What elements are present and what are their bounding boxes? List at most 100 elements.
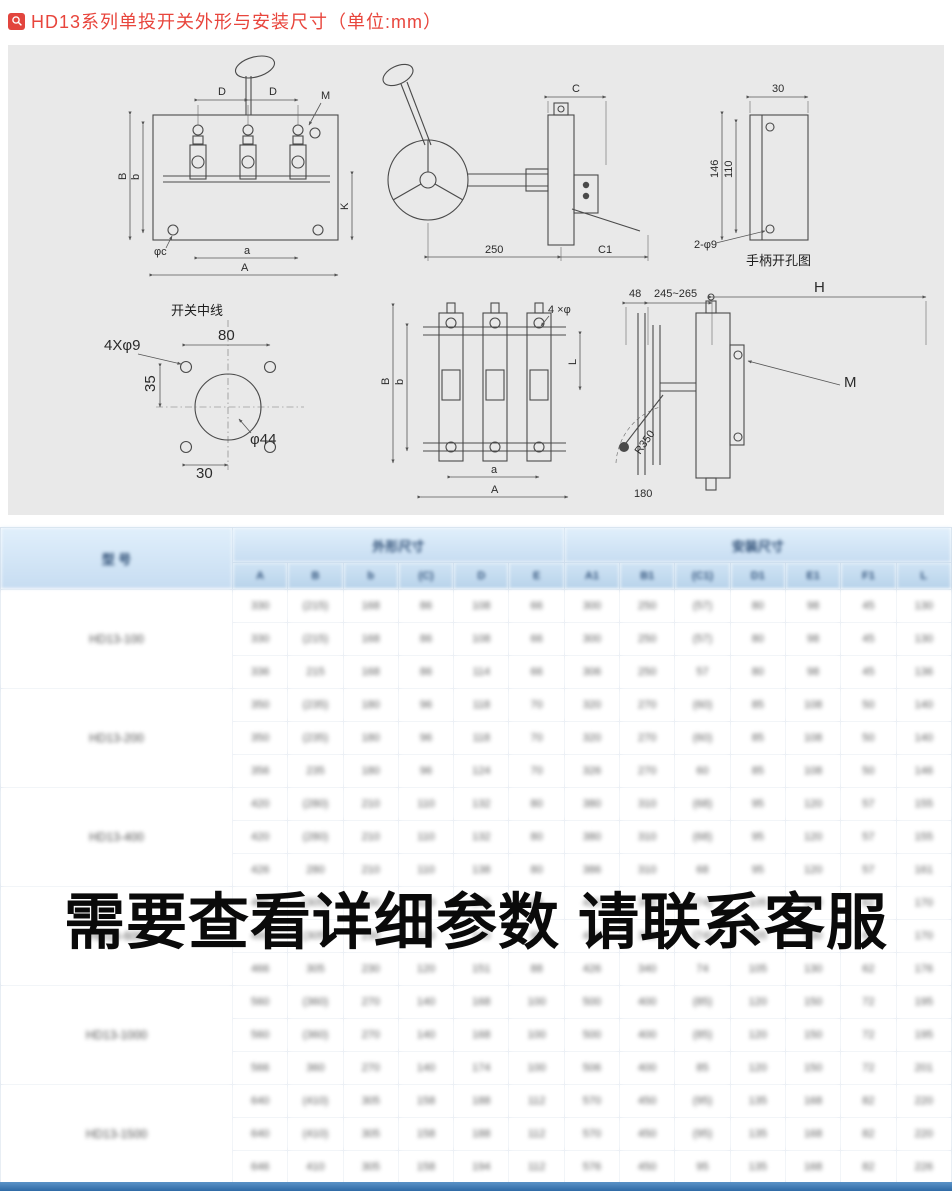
table-cell: 50: [840, 754, 897, 788]
table-cell: 305: [342, 1084, 399, 1118]
dim-label-b2: b: [394, 379, 406, 385]
table-cell: 62: [840, 886, 897, 920]
table-cell: 112: [508, 1084, 565, 1118]
model-cell: HD13-600: [0, 886, 233, 986]
table-cell: 120: [397, 952, 455, 986]
table-cell: 180: [342, 688, 399, 722]
table-cell: 300: [563, 589, 621, 623]
table-cell: 50: [840, 721, 897, 755]
table-cell: 305: [287, 952, 344, 986]
table-cell: 226: [895, 1150, 952, 1184]
table-cell: 70: [508, 754, 565, 788]
table-cell: 135: [729, 1150, 786, 1184]
table-cell: 450: [619, 1150, 676, 1184]
dim-label-A2: A: [491, 484, 499, 496]
table-cell: 151: [453, 952, 510, 986]
table-cell: 158: [397, 1117, 455, 1151]
dim-label-30-mount: 30: [196, 465, 213, 482]
table-cell: 110: [397, 853, 455, 887]
table-cell: 310: [619, 853, 676, 887]
table-cell: 108: [784, 688, 842, 722]
table-cell: 168: [342, 655, 399, 689]
table-cell: 140: [895, 721, 952, 755]
dim-label-a2: a: [491, 464, 498, 476]
table-cell: 270: [342, 1051, 399, 1085]
table-cell: 146: [895, 754, 952, 788]
table-cell: 68: [674, 853, 731, 887]
table-cell: 210: [342, 853, 399, 887]
table-cell: 170: [895, 886, 952, 920]
dim-label-M2: M: [844, 374, 857, 391]
table-cell: 98: [784, 655, 842, 689]
table-cell: 135: [729, 1117, 786, 1151]
table-cell: 305: [342, 1150, 399, 1184]
table-cell: 85: [729, 688, 786, 722]
page-title: HD13系列单投开关外形与安装尺寸（单位:mm）: [31, 12, 443, 32]
table-cell: 220: [895, 1084, 952, 1118]
dim-label-L: L: [567, 359, 579, 365]
dim-label-b: b: [130, 174, 142, 180]
dim-label-30-drill: 30: [772, 83, 784, 95]
dim-label-D1: D: [218, 86, 226, 98]
table-cell: 88: [508, 952, 565, 986]
table-cell: 420: [563, 886, 621, 920]
table-cell: 310: [619, 787, 676, 821]
table-cell: 140: [397, 1018, 455, 1052]
column-header-model: 型 号: [0, 527, 233, 590]
table-cell: 130: [895, 622, 952, 656]
table-cell: 57: [840, 820, 897, 854]
table-cell: 62: [840, 952, 897, 986]
table-cell: 110: [397, 787, 455, 821]
table-cell: 80: [729, 622, 786, 656]
column-header: B: [287, 562, 344, 590]
side-view-drawing: C 250 C1: [382, 63, 649, 261]
dim-label-D2: D: [269, 86, 277, 98]
table-cell: 306: [563, 655, 621, 689]
table-cell: 330: [231, 589, 289, 623]
table-cell: 108: [784, 721, 842, 755]
table-cell: 70: [508, 688, 565, 722]
table-cell: 70: [508, 721, 565, 755]
table-cell: 145: [453, 886, 510, 920]
table-cell: 140: [397, 1051, 455, 1085]
table-cell: 300: [563, 622, 621, 656]
model-cell: HD13-400: [0, 787, 233, 887]
table-cell: 88: [508, 886, 565, 920]
table-cell: 86: [397, 655, 455, 689]
table-cell: (74): [674, 886, 731, 920]
table-cell: (60): [674, 688, 731, 722]
table-cell: 108: [453, 589, 510, 623]
table-cell: 646: [231, 1150, 289, 1184]
table-cell: 270: [342, 1018, 399, 1052]
dim-label-B2: B: [380, 378, 392, 385]
table-cell: 85: [729, 721, 786, 755]
table-cell: 45: [840, 622, 897, 656]
dim-label-phi44: φ44: [250, 431, 276, 448]
model-cell: HD13-1000: [0, 985, 233, 1085]
dim-label-H: H: [814, 279, 825, 296]
table-cell: 140: [895, 688, 952, 722]
dim-label-4xphi: 4 ×φ: [548, 304, 571, 316]
drawing-caption-drill: 手柄开孔图: [746, 253, 811, 268]
table-cell: 95: [674, 1150, 731, 1184]
table-cell: (57): [674, 589, 731, 623]
dim-label-phic: φc: [154, 246, 167, 258]
table-cell: 336: [231, 655, 289, 689]
table-cell: (60): [674, 721, 731, 755]
table-cell: 120: [729, 1018, 786, 1052]
table-cell: 82: [840, 1084, 897, 1118]
table-cell: 360: [287, 1051, 344, 1085]
table-cell: (280): [287, 820, 344, 854]
table-cell: 168: [784, 1150, 842, 1184]
table-cell: 180: [342, 721, 399, 755]
table-cell: 230: [342, 952, 399, 986]
table-cell: 112: [508, 1117, 565, 1151]
table-cell: 60: [674, 754, 731, 788]
